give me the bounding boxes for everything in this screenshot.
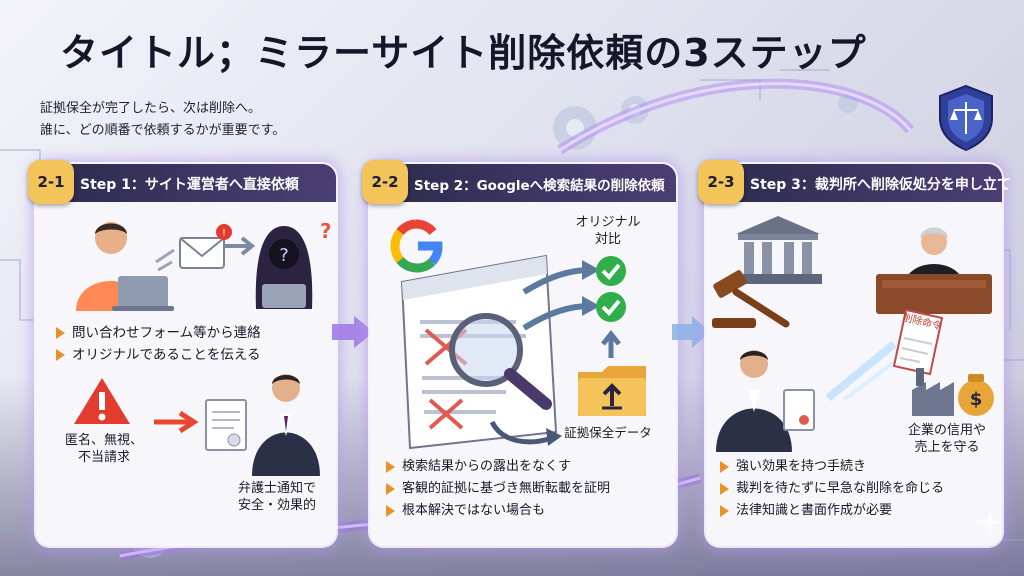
- google-logo-icon: [390, 219, 443, 273]
- step-3-bullets: 強い効果を持つ手続き 裁判を待たずに早急な削除を命じる 法律知識と書面作成が必要: [720, 456, 944, 522]
- bullet-marker-icon: [386, 483, 395, 495]
- bullet-text: 客観的証拠に基づき無断転載を証明: [402, 481, 611, 496]
- bullet-item: 強い効果を持つ手続き: [720, 456, 944, 478]
- person-laptop-icon: [76, 222, 174, 311]
- sparkle-icon: [978, 510, 1002, 534]
- law-firm-logo-icon: [939, 84, 993, 152]
- intro-line-2: 誰に、どの順番で依頼するかが重要です。: [40, 123, 286, 138]
- judge-icon: [876, 227, 992, 314]
- warning-label-line-1: 匿名、無視、: [64, 433, 143, 448]
- step-3-badge: 2-3: [698, 160, 744, 204]
- bullet-item: 検索結果からの露出をなくす: [386, 456, 610, 478]
- bullet-text: オリジナルであることを伝える: [72, 347, 261, 363]
- check-icon: [596, 256, 626, 286]
- svg-text:$: $: [970, 389, 983, 410]
- bullet-text: 問い合わせフォーム等から連絡: [72, 325, 261, 341]
- company-money-icon: $: [912, 368, 994, 416]
- step-card-2: Step 2：Googleへ検索結果の削除依頼 2-2: [362, 160, 676, 546]
- bullet-item: 法律知識と書面作成が必要: [720, 500, 944, 522]
- document-icon: [205, 399, 247, 451]
- bullet-text: 根本解決ではない場合も: [402, 503, 546, 518]
- lawyer-label-line-1: 弁護士通知で: [237, 481, 316, 496]
- step-1-heading: Step 1：サイト運営者へ直接依頼: [80, 177, 299, 193]
- step-card-3: Step 3：裁判所へ削除仮処分を申し立て 2-3: [698, 160, 1011, 546]
- svg-text:!: !: [222, 228, 226, 239]
- company-label-line-2: 売上を守る: [914, 440, 980, 455]
- lawyer-label-line-2: 安全・効果的: [237, 498, 316, 513]
- step-1-badge: 2-1: [28, 160, 74, 204]
- intro-line-1: 証拠保全が完了したら、次は削除へ。: [40, 101, 262, 116]
- bullet-marker-icon: [56, 327, 65, 339]
- bullet-marker-icon: [720, 505, 729, 517]
- deletion-order-icon: [825, 308, 944, 402]
- search-results-window-icon: [400, 254, 558, 450]
- courthouse-icon: [734, 216, 822, 284]
- bullet-text: 法律知識と書面作成が必要: [736, 503, 893, 518]
- compare-arrows-icon: [522, 260, 600, 331]
- bullet-marker-icon: [386, 461, 395, 473]
- step-2-badge: 2-2: [362, 160, 408, 204]
- step-2-heading: Step 2：Googleへ検索結果の削除依頼: [414, 178, 665, 194]
- bullet-item: 根本解決ではない場合も: [386, 500, 610, 522]
- bullet-item: 裁判を待たずに早急な削除を命じる: [720, 478, 944, 500]
- page-title: タイトル；ミラーサイト削除依頼の3ステップ: [60, 31, 867, 75]
- bullet-item: オリジナルであることを伝える: [56, 344, 261, 366]
- arrow-up-icon: [601, 329, 621, 358]
- warning-icon: [74, 378, 130, 424]
- original-compare-label: オリジナル 対比: [568, 214, 648, 248]
- anonymous-hacker-icon: ? ?: [255, 219, 332, 309]
- company-label-line-1: 企業の信用や: [907, 423, 986, 438]
- step-3-header: Step 3：裁判所へ削除仮処分を申し立て: [706, 164, 1011, 202]
- bullet-text: 検索結果からの露出をなくす: [402, 459, 572, 474]
- evidence-label: 証拠保全データ: [564, 425, 652, 440]
- step-card-1: Step 1：サイト運営者へ直接依頼 2-1 ! ? ?: [28, 160, 336, 546]
- lawyer-with-document-icon: [716, 350, 815, 452]
- step-1-bullets: 問い合わせフォーム等から連絡 オリジナルであることを伝える: [56, 322, 261, 366]
- red-arrow-icon: [154, 410, 199, 434]
- svg-text:?: ?: [320, 219, 332, 243]
- curved-arrow-icon: [489, 420, 562, 446]
- flow-arrow-1-icon: [332, 316, 374, 348]
- bullet-marker-icon: [720, 483, 729, 495]
- arrow-right-icon: [224, 236, 256, 256]
- company-label: 企業の信用や 売上を守る: [892, 422, 1002, 456]
- flow-arrow-2-icon: [672, 316, 710, 348]
- check-icon: [596, 292, 626, 322]
- original-label-line-1: オリジナル: [575, 215, 641, 230]
- lawyer-icon: [252, 374, 320, 476]
- step-2-bullets: 検索結果からの露出をなくす 客観的証拠に基づき無断転載を証明 根本解決ではない場…: [386, 456, 610, 522]
- warning-label-line-2: 不当請求: [77, 450, 130, 465]
- bullet-item: 客観的証拠に基づき無断転載を証明: [386, 478, 610, 500]
- bullet-marker-icon: [386, 505, 395, 517]
- warning-label: 匿名、無視、 不当請求: [54, 432, 154, 466]
- bullet-item: 問い合わせフォーム等から連絡: [56, 322, 261, 344]
- bullet-text: 強い効果を持つ手続き: [736, 459, 867, 474]
- bullet-text: 裁判を待たずに早急な削除を命じる: [736, 481, 945, 496]
- bullet-marker-icon: [720, 461, 729, 473]
- gavel-icon: [712, 270, 790, 328]
- step-2-header: Step 2：Googleへ検索結果の削除依頼: [370, 164, 676, 202]
- step-1-header: Step 1：サイト運営者へ直接依頼: [36, 164, 336, 202]
- step-3-heading: Step 3：裁判所へ削除仮処分を申し立て: [750, 177, 1011, 193]
- original-label-line-2: 対比: [594, 232, 621, 247]
- bullet-marker-icon: [56, 349, 65, 361]
- svg-text:?: ?: [279, 245, 289, 266]
- lawyer-label: 弁護士通知で 安全・効果的: [222, 480, 332, 514]
- envelope-icon: !: [155, 224, 232, 272]
- folder-icon: [578, 366, 646, 416]
- intro-text: 証拠保全が完了したら、次は削除へ。 誰に、どの順番で依頼するかが重要です。: [40, 98, 440, 142]
